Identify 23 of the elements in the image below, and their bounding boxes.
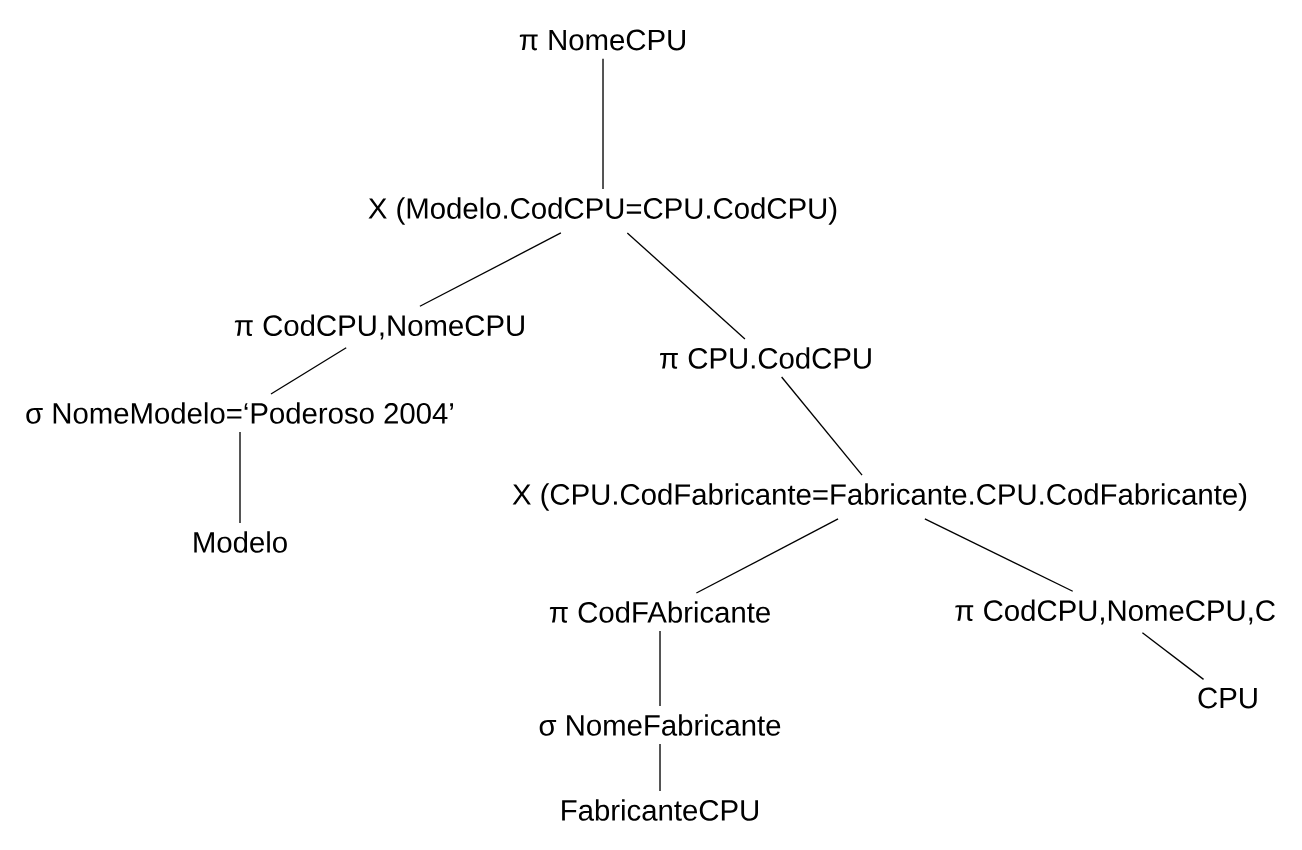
node-label: π CodCPU,NomeCPU [234, 314, 524, 340]
tree-edge [659, 743, 661, 792]
node-label: π CPU.CodCPU [660, 347, 871, 369]
tree-edge [1141, 632, 1205, 681]
node-label: Modelo [194, 531, 287, 553]
tree-edge [239, 431, 241, 524]
node-label: X (CPU.CodFabricante=Fabricante.CPU.CodFabricante) [512, 483, 1247, 511]
tree-edge [270, 347, 347, 395]
tree-edge [419, 232, 562, 307]
node-label: FabricanteCPU [562, 799, 758, 821]
tree-edge [602, 58, 604, 190]
tree-edge [659, 630, 661, 707]
node-label: X (Modelo.CodCPU=CPU.CodCPU) [368, 197, 837, 225]
node-label: π CodCPU,NomeCPU,C [955, 599, 1275, 625]
tree-edge [780, 376, 863, 476]
tree-edge [924, 518, 1074, 592]
tree-edge [626, 232, 746, 340]
node-label: CPU [1198, 687, 1257, 709]
node-label: σ NomeModelo=‘Poderoso 2004’ [26, 402, 453, 424]
node-label: π NomeCPU [519, 29, 685, 51]
tree-edge [695, 518, 839, 594]
node-label: σ NomeFabricante [539, 714, 781, 736]
node-label: π CodFAbricante [549, 601, 770, 623]
